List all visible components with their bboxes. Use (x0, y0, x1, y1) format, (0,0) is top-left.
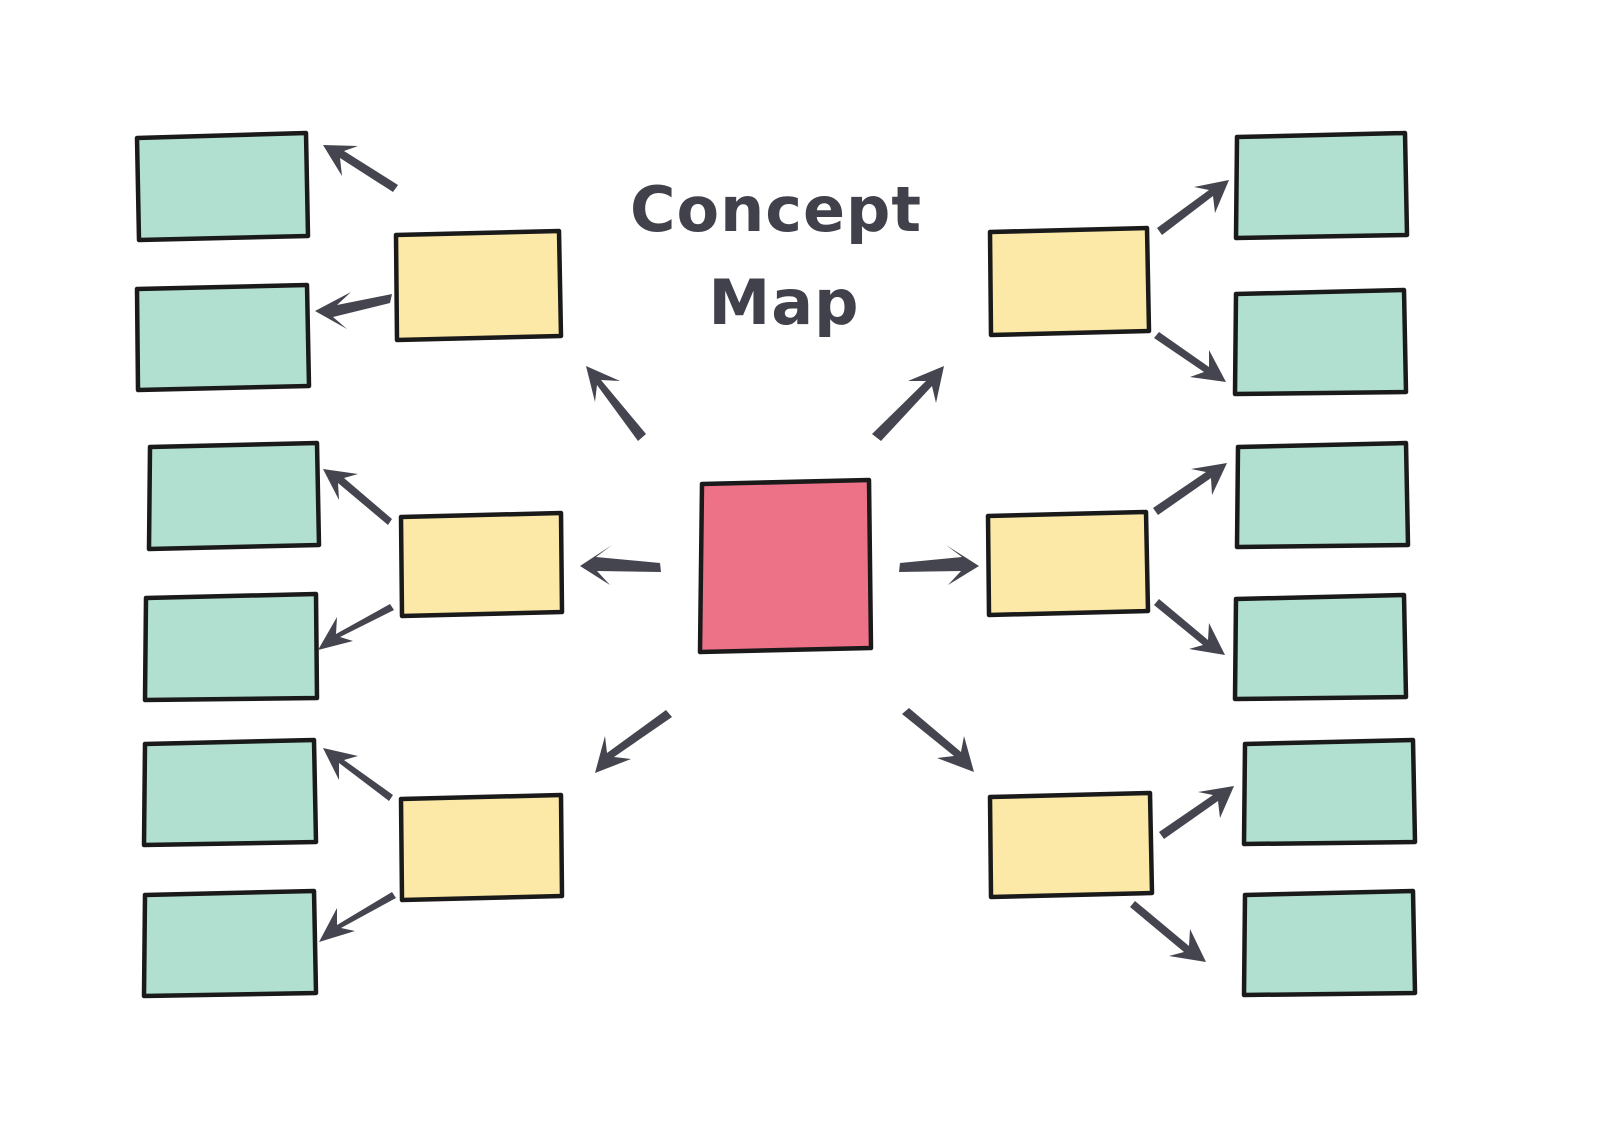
arrow-top-left-to-leaf-2-icon (315, 292, 392, 329)
leaf-node-left-6[interactable] (141, 888, 319, 999)
arrow-central-to-top-left-icon (586, 366, 646, 441)
title-line-1: Concept (630, 173, 922, 246)
leaf-node-left-3[interactable] (146, 440, 322, 552)
central-node[interactable] (697, 477, 874, 655)
branch-node-middle-right[interactable] (985, 509, 1151, 618)
title-line-2: Map (709, 266, 860, 339)
branch-node-group (393, 225, 1155, 903)
leaf-node-right-4[interactable] (1232, 592, 1409, 702)
leaf-node-right-5[interactable] (1241, 737, 1418, 847)
leaf-node-right-6[interactable] (1241, 888, 1418, 998)
branch-node-top-right[interactable] (987, 225, 1152, 338)
leaf-node-group-left (134, 130, 322, 999)
arrow-top-right-to-leaf-2-icon (1154, 332, 1226, 382)
arrow-central-to-top-right-icon (872, 366, 944, 441)
branch-node-top-left[interactable] (393, 228, 564, 343)
diagram-title: Concept Map (630, 173, 922, 339)
arrow-bottom-right-to-leaf-5-icon (1159, 786, 1234, 839)
arrow-bottom-left-to-leaf-5-icon (323, 748, 393, 801)
arrow-central-to-bottom-left-icon (595, 710, 672, 773)
arrow-top-left-to-leaf-1-icon (323, 145, 398, 192)
branch-node-middle-left[interactable] (398, 510, 565, 619)
arrow-middle-right-to-leaf-4-icon (1154, 599, 1225, 655)
leaf-node-left-2[interactable] (134, 282, 312, 393)
central-node-group (697, 477, 874, 655)
arrow-bottom-right-to-leaf-6-icon (1130, 901, 1206, 962)
arrow-group-central (580, 366, 979, 773)
arrow-bottom-left-to-leaf-6-icon (319, 892, 396, 942)
branch-node-bottom-right[interactable] (987, 790, 1155, 900)
leaf-node-group-right (1232, 130, 1418, 998)
arrow-central-to-middle-right-icon (899, 545, 979, 585)
leaf-node-left-1[interactable] (134, 130, 311, 243)
arrow-middle-left-to-leaf-3-icon (323, 469, 392, 525)
arrow-central-to-middle-left-icon (580, 545, 661, 585)
leaf-node-right-3[interactable] (1234, 440, 1411, 550)
leaf-node-right-1[interactable] (1233, 130, 1410, 241)
leaf-node-left-4[interactable] (142, 591, 320, 703)
arrow-middle-right-to-leaf-3-icon (1153, 463, 1227, 515)
arrow-middle-left-to-leaf-4-icon (318, 604, 394, 650)
arrow-group-right-branches (1130, 180, 1234, 962)
arrow-top-right-to-leaf-1-icon (1157, 180, 1229, 235)
branch-node-bottom-left[interactable] (398, 792, 565, 903)
arrow-group-left-branches (315, 145, 398, 942)
arrow-central-to-bottom-right-icon (902, 708, 974, 772)
leaf-node-right-2[interactable] (1232, 287, 1409, 397)
leaf-node-left-5[interactable] (141, 737, 319, 848)
